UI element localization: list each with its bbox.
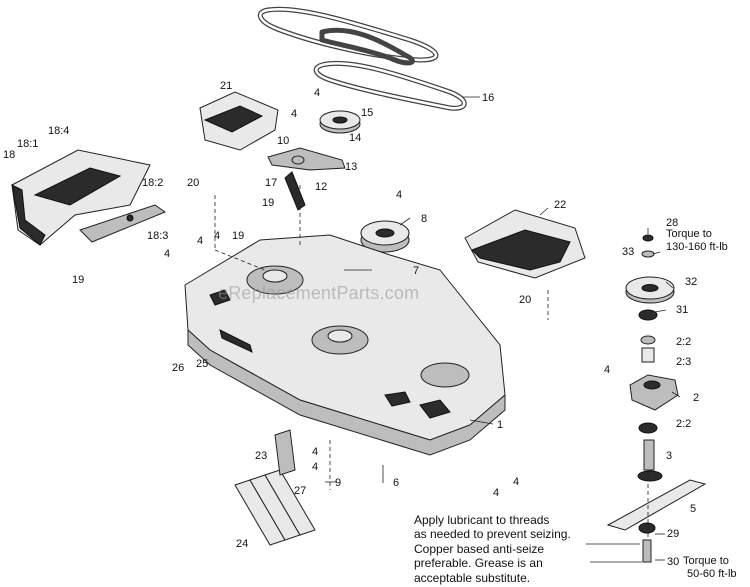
callout-18: 18 — [3, 149, 15, 161]
callout-14: 14 — [349, 132, 361, 144]
callout-24: 24 — [236, 538, 248, 550]
callout-27: 27 — [294, 485, 306, 497]
callout-4-bracket-b: 4 — [312, 461, 318, 473]
callout-32: 32 — [685, 276, 697, 288]
callout-4-left-c: 4 — [164, 248, 170, 260]
callout-4-bracket-a: 4 — [312, 446, 318, 458]
callout-25: 25 — [196, 358, 208, 370]
note-line-1: Apply lubricant to threads — [414, 513, 550, 527]
left-belt-cover — [11, 149, 151, 246]
callout-8: 8 — [421, 213, 427, 225]
torque-note-30: Torque to 50-60 ft-lb — [683, 555, 737, 581]
callout-4-left-a: 4 — [197, 235, 203, 247]
callout-15: 15 — [361, 107, 373, 119]
torque-note-28: Torque to 130-160 ft-lb — [666, 228, 728, 254]
callout-12: 12 — [315, 181, 327, 193]
note-line-3: Copper based anti-seize — [414, 541, 545, 556]
note-line-4: preferable. Grease is an — [414, 556, 543, 571]
callout-26: 26 — [172, 362, 184, 374]
callout-7: 7 — [413, 265, 419, 277]
callout-4-left-b: 4 — [214, 230, 220, 242]
callout-18-2: 18:2 — [142, 177, 163, 189]
callout-6: 6 — [393, 477, 399, 489]
callout-17: 17 — [265, 177, 277, 189]
callout-20-left: 20 — [187, 177, 199, 189]
torque-28-line-1: Torque to — [666, 228, 712, 240]
drive-belts — [257, 6, 467, 111]
note-line-2: as needed to prevent seizing. — [414, 527, 571, 542]
torque-28-line-2: 130-160 ft-lb — [666, 241, 728, 253]
callout-2-3: 2:3 — [676, 356, 691, 368]
callout-4-pulley8: 4 — [396, 189, 402, 201]
callout-18-4: 18:4 — [48, 125, 69, 137]
callout-19-left: 19 — [72, 274, 84, 286]
callout-10: 10 — [277, 135, 289, 147]
baffle-plates — [234, 469, 316, 546]
torque-30-text: Torque to — [683, 555, 729, 567]
note-line-5: acceptable substitute. — [414, 570, 531, 585]
top-cover-21 — [199, 91, 279, 151]
idler-pulley-8 — [360, 220, 410, 275]
callout-4-spindle: 4 — [604, 364, 610, 376]
right-cover-22 — [464, 209, 586, 279]
callout-2-2-lower: 2:2 — [676, 418, 691, 430]
cover-bracket — [79, 204, 167, 243]
callout-28: 28 — [666, 217, 678, 229]
callout-4-top: 4 — [314, 87, 320, 99]
leader-lines — [214, 96, 681, 563]
callout-19-right: 19 — [232, 230, 244, 242]
callout-29: 29 — [667, 528, 679, 540]
mower-deck — [184, 234, 506, 456]
callout-31: 31 — [676, 304, 688, 316]
callout-labels: 1 2 2:2 2:2 2:3 3 4 4 4 4 4 4 4 4 4 4 4 … — [3, 80, 699, 568]
spindle-assembly — [606, 234, 707, 563]
bracket-23 — [274, 429, 296, 476]
callout-20-right: 20 — [519, 294, 531, 306]
callout-4-bottom-b: 4 — [513, 476, 519, 488]
callout-2: 2 — [693, 392, 699, 404]
callout-33: 33 — [622, 246, 634, 258]
callout-9: 9 — [335, 477, 341, 489]
lubricant-note: Apply lubricant to threads as needed to … — [414, 513, 604, 585]
callout-22: 22 — [554, 199, 566, 211]
callout-19-middle: 19 — [262, 197, 274, 209]
callout-2-2-upper: 2:2 — [676, 336, 691, 348]
torque-30-value: 50-60 ft-lb — [687, 568, 737, 580]
callout-30: 30 — [667, 556, 679, 568]
callout-18-3: 18:3 — [147, 230, 168, 242]
callout-3: 3 — [666, 450, 672, 462]
callout-23: 23 — [255, 450, 267, 462]
callout-5: 5 — [690, 503, 696, 515]
callout-18-1: 18:1 — [17, 138, 38, 150]
callout-16: 16 — [482, 92, 494, 104]
callout-13: 13 — [345, 161, 357, 173]
callout-4-idler: 4 — [291, 108, 297, 120]
callout-21: 21 — [220, 80, 232, 92]
callout-4-bottom-a: 4 — [493, 487, 499, 499]
callout-1: 1 — [497, 419, 503, 431]
watermark: eReplacementParts.com — [218, 283, 420, 303]
